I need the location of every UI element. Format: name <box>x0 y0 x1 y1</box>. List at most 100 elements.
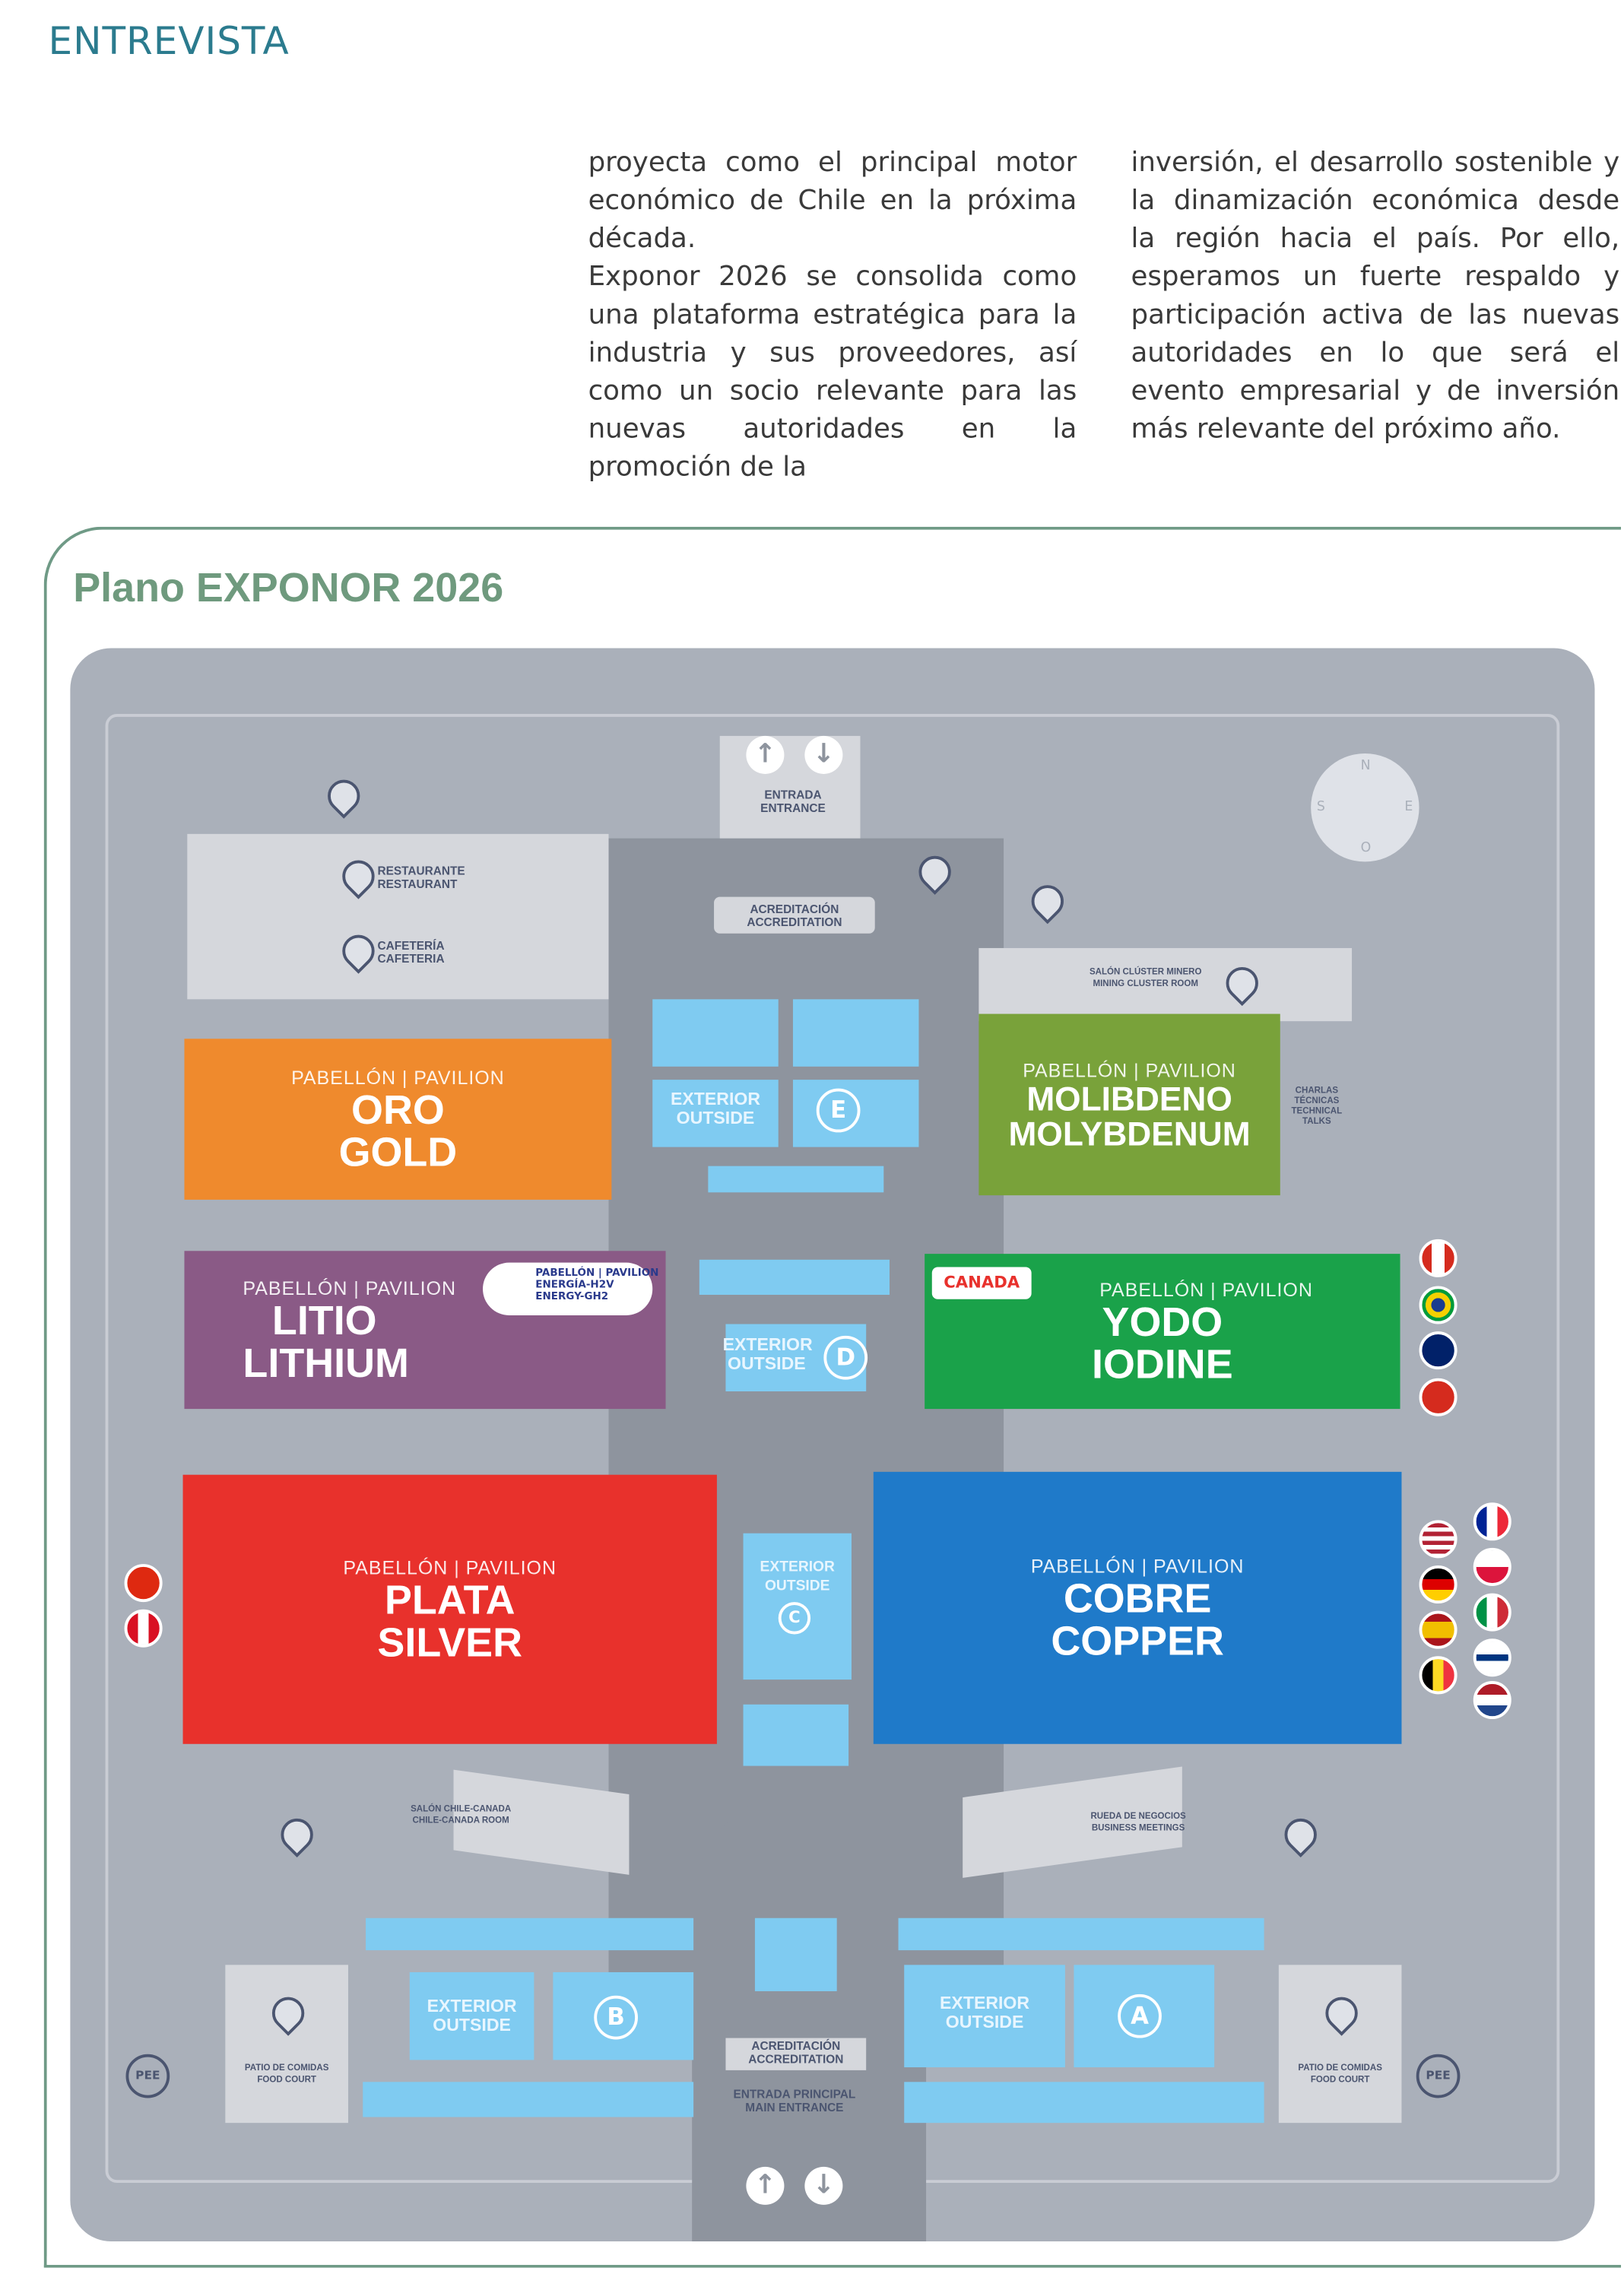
pavilion-sub: PABELLÓN | PAVILION <box>1030 1554 1245 1577</box>
pavilion-name-es: YODO <box>1102 1298 1223 1344</box>
section-label: ENTREVISTA <box>48 20 290 65</box>
flag-brazil-icon <box>1419 1286 1457 1324</box>
article-column-2: inversión, el desarrollo sostenible y la… <box>1131 145 1619 449</box>
flag-italy-icon <box>1473 1593 1511 1632</box>
pavilion-gold[interactable]: PABELLÓN | PAVILION ORO GOLD <box>184 1039 612 1200</box>
outside-label: EXTERIOR OUTSIDE <box>940 1992 1030 2032</box>
flag-canada-icon <box>1419 1239 1457 1277</box>
map-title: Plano EXPONOR 2026 <box>73 564 504 611</box>
central-corridor <box>692 1789 927 2242</box>
cluster-room <box>979 947 1353 1022</box>
food-court-label: PATIO DE COMIDAS FOOD COURT <box>1298 2064 1382 2086</box>
main-accreditation-block <box>725 2038 867 2070</box>
flag-belgium-icon <box>1419 1656 1457 1695</box>
energy-pavilion-badge: PABELLÓN | PAVILION ENERGÍA-H2V ENERGY-G… <box>483 1262 658 1315</box>
arrow-down-icon: ↓ <box>804 2166 843 2205</box>
accreditation-label: ACREDITACIÓN ACCREDITATION <box>747 902 842 929</box>
restaurant-area <box>187 833 609 1000</box>
pavilion-name-en: IODINE <box>1092 1340 1233 1387</box>
pavilion-molybdenum[interactable]: PABELLÓN | PAVILION MOLIBDENO MOLYBDENUM <box>979 1013 1280 1196</box>
flag-china-icon <box>124 1564 163 1603</box>
outside-label: EXTERIOR OUTSIDE <box>722 1334 813 1374</box>
main-accreditation-label: ACREDITACIÓN ACCREDITATION <box>748 2039 844 2067</box>
outside-strip <box>363 2082 694 2117</box>
venue-map: ↑ ↓ ENTRADA ENTRANCE ACREDITACIÓN ACCRED… <box>70 648 1595 2242</box>
zone-d-marker: D <box>823 1335 868 1380</box>
outside-area-b <box>409 1971 534 2060</box>
food-court-east <box>1278 1965 1402 2124</box>
flag-usa-icon <box>1419 1520 1457 1559</box>
outside-strip <box>366 1917 694 1951</box>
outside-strip <box>898 1917 1264 1951</box>
outside-strip <box>699 1259 890 1296</box>
pee-marker: PEE <box>1416 2054 1461 2098</box>
paragraph: inversión, el desarrollo sostenible y la… <box>1131 147 1620 445</box>
pavilion-name-es: PLATA <box>384 1576 515 1622</box>
pavilion-name-en: MOLYBDENUM <box>1008 1114 1251 1153</box>
map-frame <box>43 526 1622 2268</box>
compass-icon: N S E O <box>1311 753 1419 862</box>
pavilion-name-es: COBRE <box>1063 1575 1212 1621</box>
pavilion-sub: PABELLÓN | PAVILION <box>343 1556 557 1578</box>
flag-spain-icon <box>1419 1610 1457 1649</box>
article-column-1: proyecta como el principal motor económi… <box>588 145 1077 487</box>
paragraph: proyecta como el principal motor económi… <box>588 147 1077 255</box>
pavilion-sub: PABELLÓN | PAVILION <box>243 1276 457 1299</box>
outside-label: EXTERIOR OUTSIDE <box>427 1995 517 2035</box>
food-court-label: PATIO DE COMIDAS FOOD COURT <box>244 2064 329 2086</box>
pavilion-name-en: COPPER <box>1051 1617 1224 1663</box>
flag-peru-icon <box>124 1609 163 1648</box>
flag-germany-icon <box>1419 1565 1457 1604</box>
cluster-room-label: SALÓN CLÚSTER MINERO MINING CLUSTER ROOM <box>1089 968 1202 989</box>
technical-talks-label: CHARLAS TÉCNICAS TECHNICAL TALKS <box>1291 1086 1343 1127</box>
business-meetings-label: RUEDA DE NEGOCIOS BUSINESS MEETINGS <box>1090 1813 1186 1834</box>
arrow-up-icon: ↑ <box>746 735 785 774</box>
outside-area <box>652 999 779 1067</box>
compass-s: S <box>1316 800 1325 815</box>
outside-strip <box>754 1917 837 1991</box>
paragraph: Exponor 2026 se consolida como una plata… <box>588 262 1077 484</box>
outside-strip <box>743 1704 849 1766</box>
pavilion-sub: PABELLÓN | PAVILION <box>1023 1058 1236 1081</box>
flag-australia-icon <box>1419 1331 1457 1370</box>
pavilion-sub: PABELLÓN | PAVILION <box>291 1065 505 1088</box>
pavilion-copper[interactable]: PABELLÓN | PAVILION COBRE COPPER <box>873 1471 1402 1744</box>
chile-canada-room-label: SALÓN CHILE-CANADA CHILE-CANADA ROOM <box>411 1805 512 1826</box>
pavilion-silver[interactable]: PABELLÓN | PAVILION PLATA SILVER <box>182 1474 717 1744</box>
pavilion-name-en: SILVER <box>377 1619 523 1664</box>
food-court-west <box>225 1965 348 2124</box>
flag-netherlands-icon <box>1473 1681 1511 1720</box>
cafeteria-label: CAFETERÍA CAFETERIA <box>377 939 445 966</box>
pavilion-name-es: ORO <box>351 1086 445 1132</box>
outside-label: EXTERIOR OUTSIDE <box>760 1559 835 1595</box>
compass-n: N <box>1360 759 1371 774</box>
outside-area-a <box>904 1965 1065 2068</box>
pavilion-name-es: MOLIBDENO <box>1026 1079 1232 1118</box>
pavilion-iodine[interactable]: PABELLÓN | PAVILION YODO IODINE <box>925 1254 1400 1410</box>
zone-a-marker: A <box>1118 1994 1162 2038</box>
accreditation-block <box>714 896 875 934</box>
outside-strip <box>904 2082 1264 2124</box>
pee-marker: PEE <box>125 2054 170 2098</box>
pavilion-name-es: LITIO <box>271 1296 377 1343</box>
flag-switzerland-icon <box>1419 1378 1457 1416</box>
flag-poland-icon <box>1473 1547 1511 1586</box>
pavilion-name-en: GOLD <box>338 1128 458 1175</box>
outside-area-e <box>652 1080 779 1147</box>
flag-finland-icon <box>1473 1638 1511 1677</box>
flag-france-icon <box>1473 1502 1511 1541</box>
outside-label: EXTERIOR OUTSIDE <box>670 1088 761 1128</box>
compass-o: O <box>1360 841 1372 856</box>
zone-e-marker: E <box>816 1088 861 1133</box>
outside-strip <box>708 1166 884 1193</box>
arrow-down-icon: ↓ <box>804 735 843 774</box>
pavilion-sub: PABELLÓN | PAVILION <box>1099 1277 1313 1300</box>
compass-e: E <box>1404 800 1413 815</box>
canada-badge: CANADA <box>931 1267 1032 1299</box>
outside-area <box>792 999 919 1067</box>
entrance-label: ENTRADA ENTRANCE <box>760 788 826 815</box>
pavilion-lithium[interactable]: PABELLÓN | PAVILION LITIO LITHIUM <box>184 1251 666 1410</box>
main-entrance-label: ENTRADA PRINCIPAL MAIN ENTRANCE <box>733 2087 856 2114</box>
zone-b-marker: B <box>594 1995 638 2040</box>
arrow-up-icon: ↑ <box>746 2166 785 2205</box>
